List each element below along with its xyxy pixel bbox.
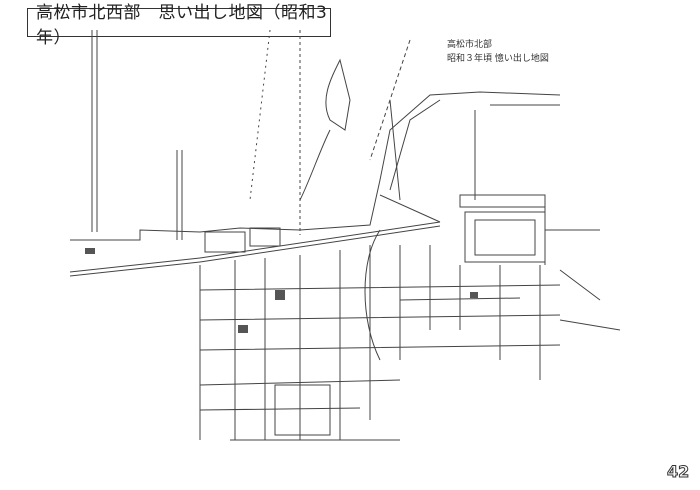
hatched-blocks: [85, 248, 478, 333]
map-subtitle-area: 高松市北部: [447, 40, 493, 50]
map-subtitle-caption: 昭和３年頃 憶い出し地図: [447, 54, 549, 64]
piers: [91, 29, 301, 240]
railway: [69, 194, 441, 277]
coastline: [70, 39, 561, 241]
city-blocks: [204, 194, 546, 436]
page-number: 42: [666, 462, 690, 482]
street-grid: [199, 99, 621, 441]
